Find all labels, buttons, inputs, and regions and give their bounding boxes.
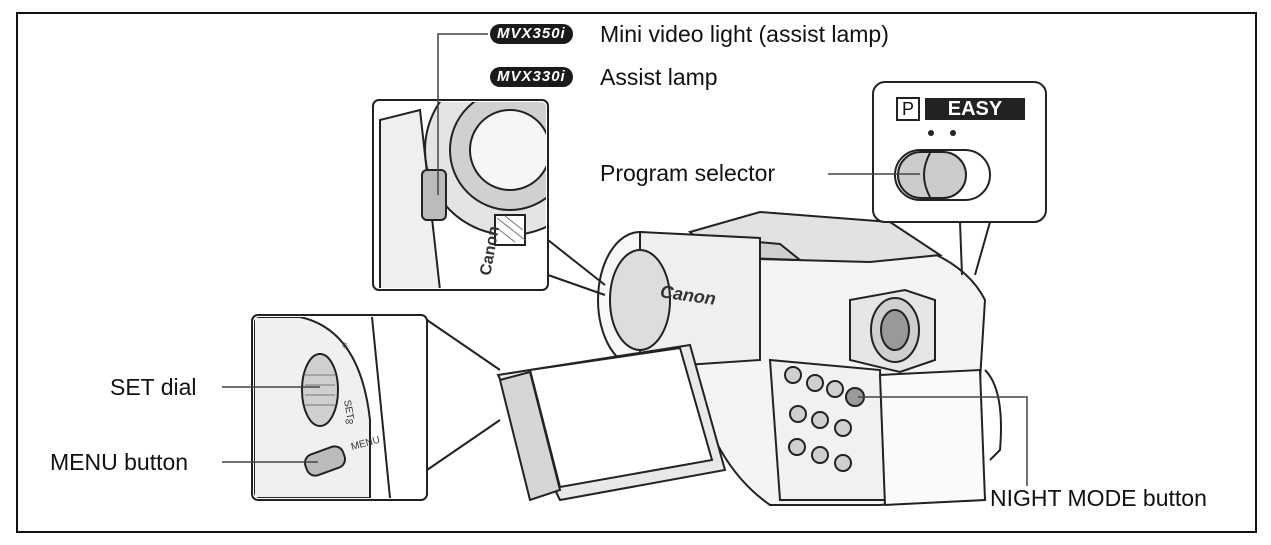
menu-button-label: MENU button (50, 449, 189, 475)
p-mode-label: P (901, 99, 914, 119)
svg-text:☼: ☼ (340, 339, 350, 351)
lcd-panel (496, 343, 727, 502)
mvx350i-badge: MVX350i (490, 24, 573, 44)
night-mode-button-label: NIGHT MODE button (990, 485, 1207, 511)
easy-mode-label: EASY (947, 98, 1003, 120)
mini-video-light-label: Mini video light (assist lamp) (600, 21, 889, 47)
leader-lines (222, 33, 1028, 486)
set-dial-inset: ☼ SET ∞ MENU (251, 314, 428, 501)
program-selector-inset (872, 81, 1047, 223)
set-dial-label: SET dial (110, 374, 197, 400)
program-selector-label: Program selector (600, 160, 776, 186)
night-mode-leader (858, 396, 1028, 486)
mvx330i-badge: MVX330i (490, 67, 573, 87)
lens-inset: Canon (372, 99, 549, 291)
button-cluster (784, 366, 865, 472)
assist-lamp-leader (437, 33, 488, 195)
svg-text:SET: SET (341, 399, 355, 420)
svg-text:∞: ∞ (345, 414, 354, 428)
assist-lamp-label: Assist lamp (600, 64, 718, 90)
